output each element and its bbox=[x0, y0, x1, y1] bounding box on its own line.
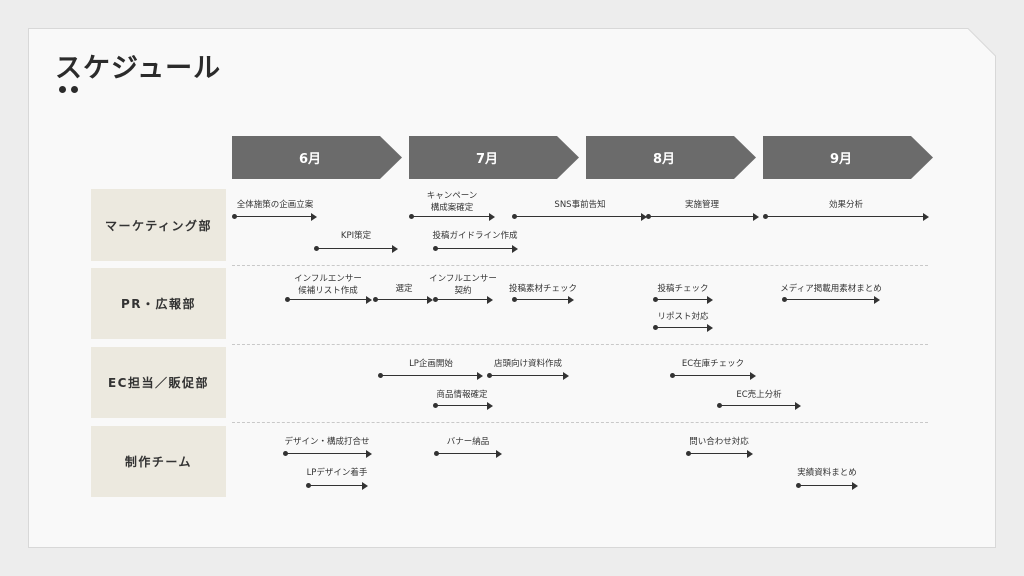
task-label: 契約 bbox=[454, 286, 472, 296]
task-label: EC在庫チェック bbox=[681, 359, 745, 369]
arrow-shape bbox=[232, 136, 402, 179]
month-label: 9月 bbox=[829, 152, 853, 167]
arrow-shape bbox=[586, 136, 756, 179]
task-arrow bbox=[433, 242, 518, 256]
dept-ec-sales: EC担当／販促部 bbox=[91, 347, 226, 418]
month-label: 6月 bbox=[298, 152, 322, 167]
task-label: 投稿ガイドライン作成 bbox=[432, 231, 518, 241]
task-label: バナー納品 bbox=[446, 437, 490, 447]
task-label: SNS事前告知 bbox=[554, 200, 606, 210]
task-arrow bbox=[653, 293, 713, 307]
task-arrow bbox=[512, 293, 574, 307]
dept-pr: PR・広報部 bbox=[91, 268, 226, 339]
task-label: LP企画開始 bbox=[409, 359, 453, 369]
task-label: 店頭向け資料作成 bbox=[493, 359, 563, 369]
task-label: EC売上分析 bbox=[736, 390, 782, 400]
task-arrow bbox=[512, 210, 647, 224]
task-label: インフルエンサー bbox=[429, 274, 497, 284]
task-label: 構成案確定 bbox=[430, 203, 474, 213]
task-arrow bbox=[670, 369, 756, 383]
task-arrow bbox=[433, 293, 493, 307]
task-arrow bbox=[283, 447, 372, 461]
arrow-shape bbox=[409, 136, 579, 179]
task-label: インフルエンサー bbox=[294, 274, 362, 284]
task-label: 効果分析 bbox=[828, 200, 864, 210]
row-divider bbox=[232, 422, 928, 423]
task-label: LPデザイン着手 bbox=[306, 468, 368, 478]
row-divider bbox=[232, 265, 928, 266]
task-label: 全体施策の企画立案 bbox=[236, 200, 314, 210]
task-arrow bbox=[306, 479, 368, 493]
task-label: KPI策定 bbox=[340, 231, 372, 241]
task-arrow bbox=[717, 399, 801, 413]
task-arrow bbox=[646, 210, 759, 224]
task-label: デザイン・構成打合せ bbox=[284, 437, 370, 447]
task-arrow bbox=[433, 399, 493, 413]
task-label: 候補リスト作成 bbox=[298, 286, 358, 296]
task-arrow bbox=[782, 293, 880, 307]
task-arrow bbox=[409, 210, 495, 224]
month-label: 8月 bbox=[652, 152, 676, 167]
task-arrow bbox=[686, 447, 753, 461]
task-label: キャンペーン bbox=[426, 191, 478, 201]
task-arrow bbox=[285, 293, 372, 307]
task-arrow bbox=[378, 369, 483, 383]
dept-marketing: マーケティング部 bbox=[91, 189, 226, 261]
dot bbox=[59, 86, 66, 93]
task-label: 実施管理 bbox=[684, 200, 720, 210]
task-arrow bbox=[763, 210, 929, 224]
row-divider bbox=[232, 344, 928, 345]
task-label: メディア掲載用素材まとめ bbox=[780, 284, 882, 294]
page-title: スケジュール bbox=[55, 53, 222, 84]
task-label: 問い合わせ対応 bbox=[689, 437, 749, 447]
task-arrow bbox=[796, 479, 858, 493]
month-label: 7月 bbox=[475, 152, 499, 167]
dept-production: 制作チーム bbox=[91, 426, 226, 497]
month-header-september: 9月 bbox=[763, 136, 933, 179]
task-arrow bbox=[434, 447, 502, 461]
task-label: 商品情報確定 bbox=[436, 390, 488, 400]
task-arrow bbox=[232, 210, 317, 224]
task-label: リポスト対応 bbox=[657, 312, 709, 322]
task-label: 投稿チェック bbox=[657, 284, 709, 294]
task-arrow bbox=[373, 293, 433, 307]
task-label: 投稿素材チェック bbox=[508, 284, 578, 294]
dot bbox=[71, 86, 78, 93]
task-arrow bbox=[487, 369, 569, 383]
month-header-june: 6月 bbox=[232, 136, 402, 179]
task-arrow bbox=[653, 321, 713, 335]
task-label: 実績資料まとめ bbox=[797, 468, 857, 478]
arrow-shape bbox=[763, 136, 933, 179]
task-label: 選定 bbox=[395, 284, 413, 294]
month-header-july: 7月 bbox=[409, 136, 579, 179]
month-header-august: 8月 bbox=[586, 136, 756, 179]
task-arrow bbox=[314, 242, 398, 256]
